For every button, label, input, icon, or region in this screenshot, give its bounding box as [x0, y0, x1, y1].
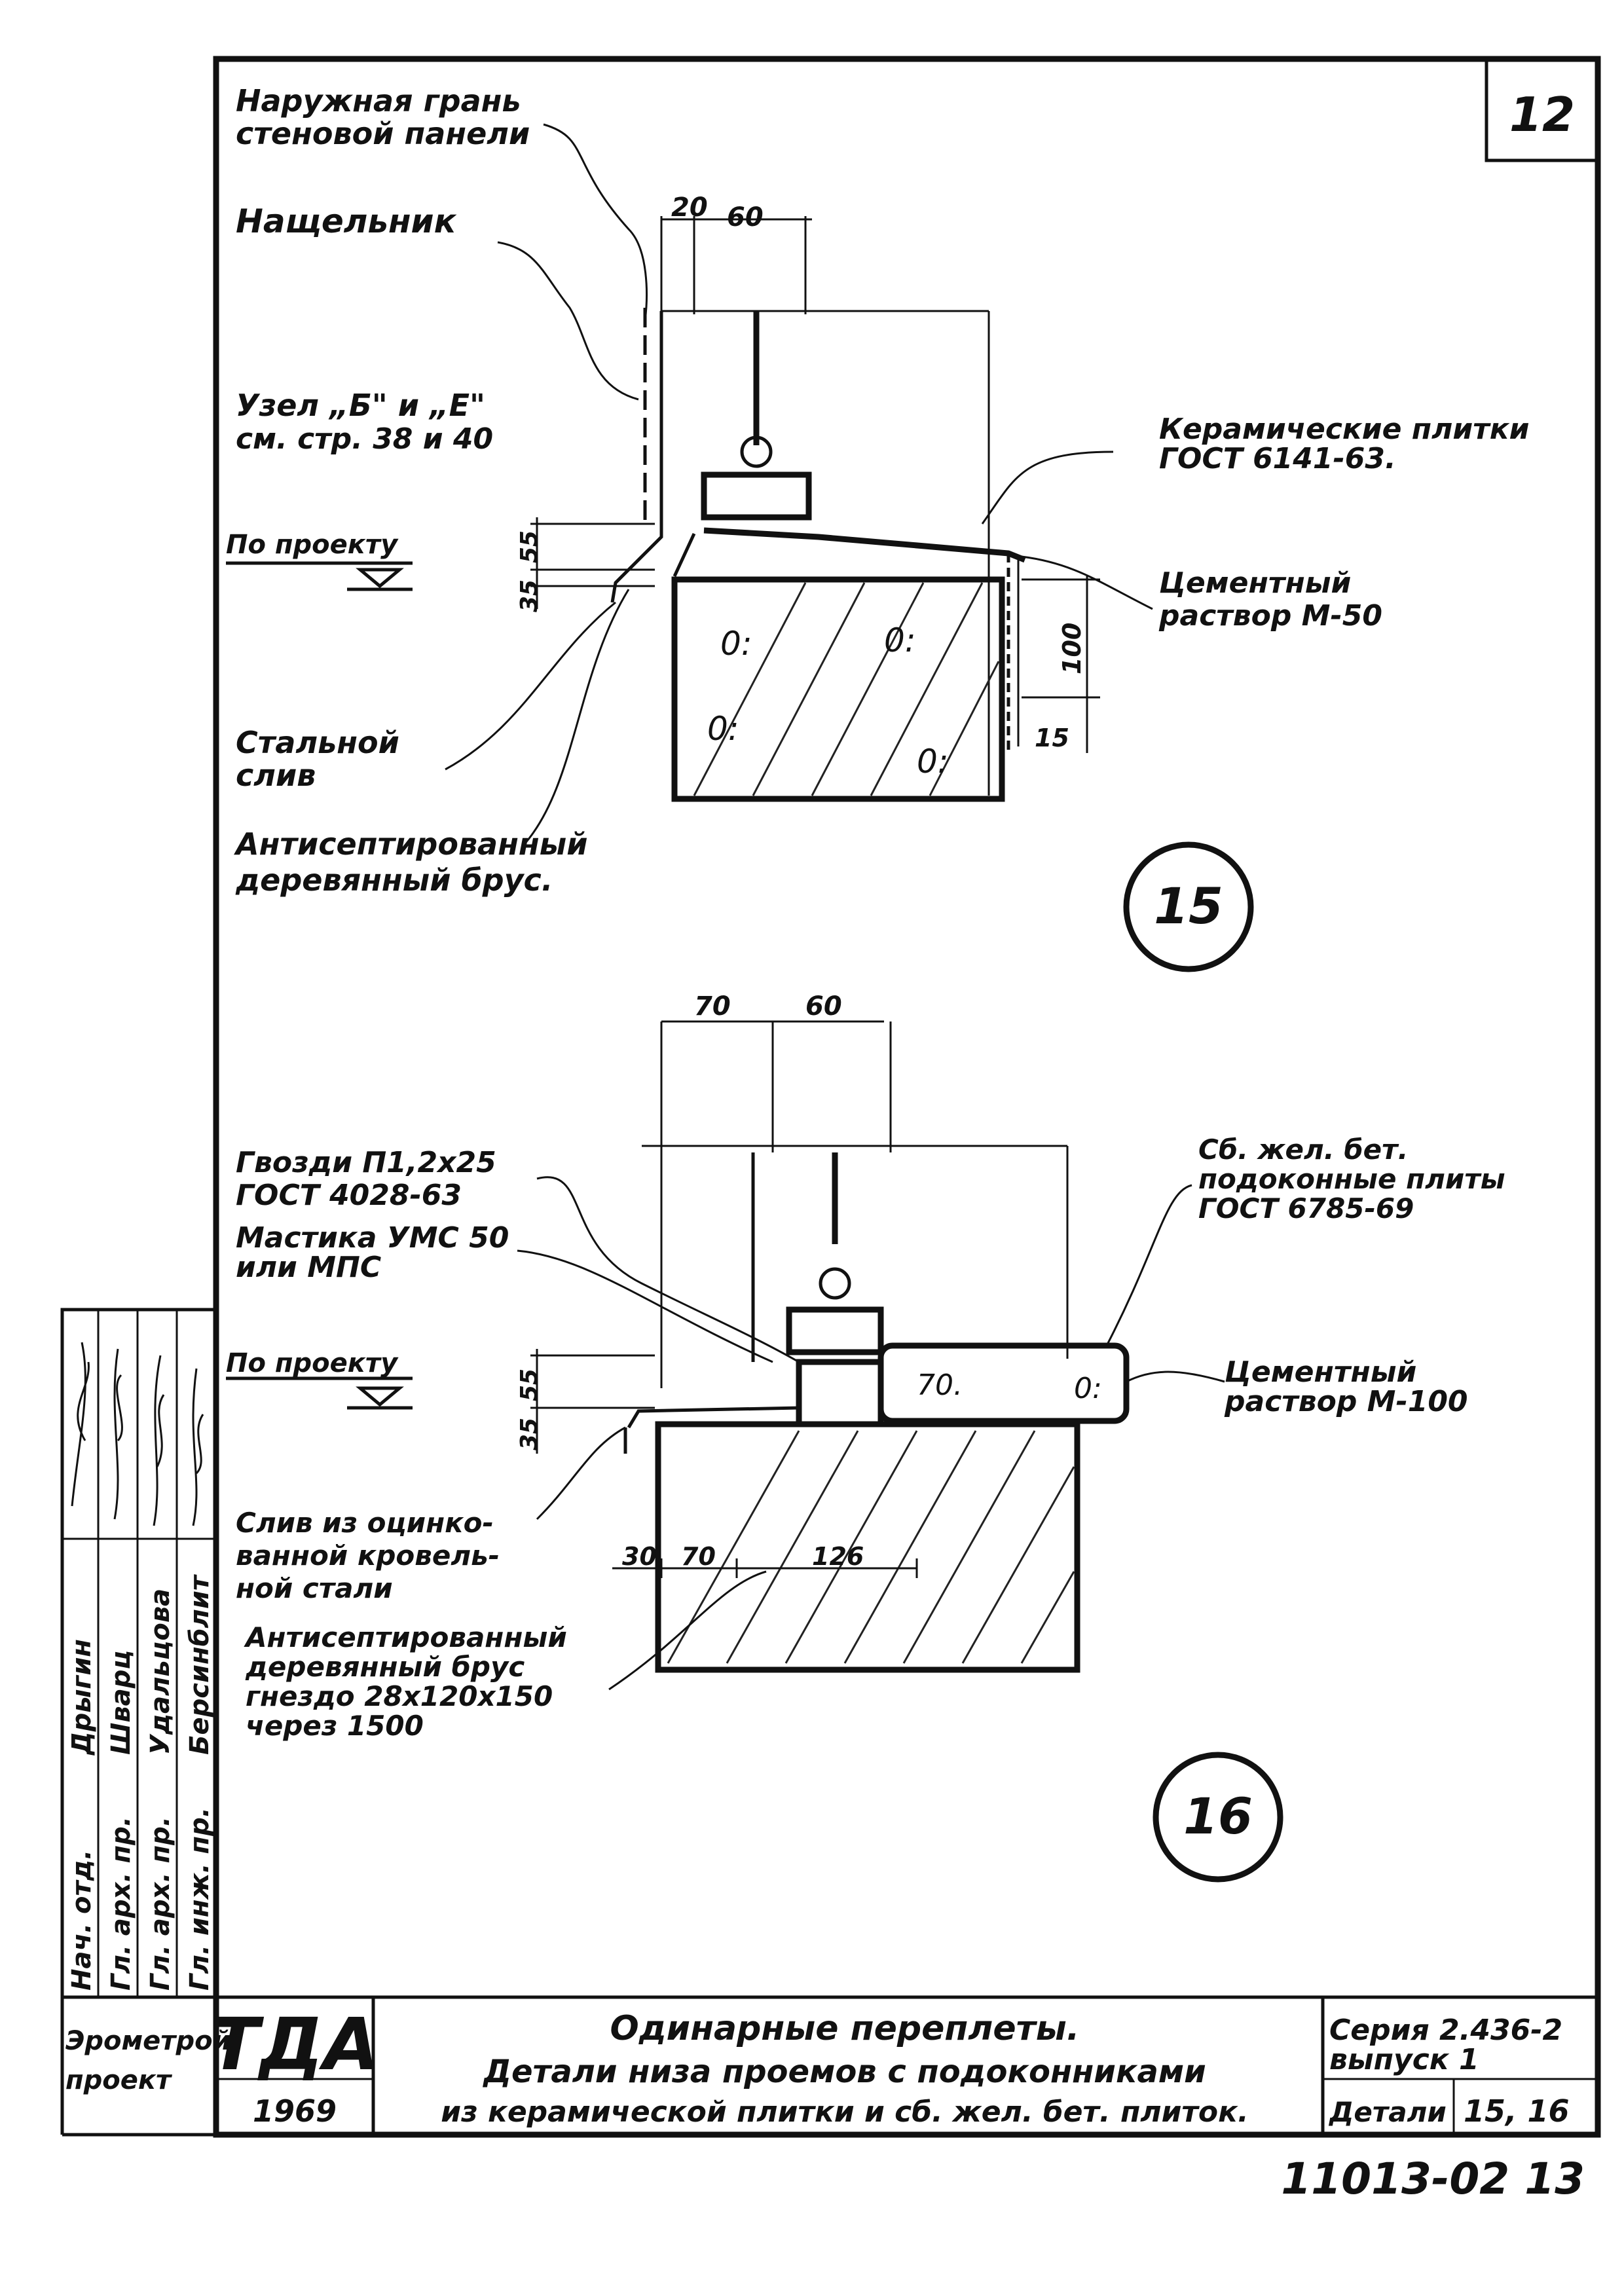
label-mortar-50-1: Цементный — [1159, 566, 1351, 600]
signature-block: Нач. отд. Гл. арх. пр. Гл. арх. пр. Гл. … — [60, 1308, 218, 1999]
detail-16-labels: Гвозди П1,2x25 ГОСТ 4028-63 Мастика УМС … — [226, 1133, 1505, 1742]
label-node-2: см. стр. 38 и 40 — [236, 422, 493, 456]
detail-15: 0: 0: 0: 0: 20 60 35 55 100 15 — [226, 123, 1254, 972]
label-mortar-50-2: раствор М-50 — [1158, 599, 1382, 633]
label-drip16-2: ванной кровель- — [236, 1539, 500, 1572]
dim-20: 20 — [671, 193, 708, 223]
name-1: Дрыгин — [67, 1639, 97, 1756]
signature-1 — [71, 1342, 90, 1507]
name-3: Удальцова — [145, 1589, 175, 1755]
label-beam16-3: гнездо 28x120x150 — [246, 1680, 553, 1712]
svg-text:70.: 70. — [917, 1369, 963, 1402]
label-tiles-1: Керамические плитки — [1159, 413, 1529, 446]
dim-55: 55 — [516, 530, 543, 563]
label-outer-face-1: Наружная грань — [236, 83, 521, 119]
name-2: Шварц — [106, 1650, 136, 1755]
svg-text:0:: 0: — [1074, 1372, 1102, 1405]
detail-15-number: 15 — [1154, 877, 1223, 935]
label-beam16-4: через 1500 — [246, 1710, 424, 1742]
title-line-1: Одинарные переплеты. — [610, 2009, 1079, 2048]
title-line-2: Детали низа проемов с подоконниками — [482, 2053, 1206, 2090]
svg-text:0:: 0: — [917, 743, 949, 781]
label-beam-2: деревянный брус. — [235, 862, 553, 898]
role-4: Гл. инж. пр. — [185, 1807, 215, 1991]
sheet-frame — [213, 56, 1601, 2138]
tda-logo: ТДА — [210, 2002, 379, 2086]
signature-3 — [153, 1355, 165, 1526]
label-level-16: По проекту — [226, 1348, 399, 1378]
dim-70: 70 — [694, 991, 731, 1021]
label-level-15: По проекту — [226, 530, 399, 560]
svg-text:0:: 0: — [884, 621, 916, 659]
dim-126: 126 — [812, 1542, 864, 1571]
page-number-box: 12 — [1485, 60, 1596, 162]
dim-100: 100 — [1058, 623, 1086, 674]
dim-55b: 55 — [516, 1369, 543, 1401]
page-number: 12 — [1509, 87, 1575, 142]
role-3: Гл. арх. пр. — [145, 1816, 175, 1991]
dim-15: 15 — [1035, 724, 1069, 752]
label-slabs-2: подоконные плиты — [1198, 1163, 1505, 1195]
role-2: Гл. арх. пр. — [106, 1816, 136, 1991]
label-mortar-100-2: раствор М-100 — [1224, 1385, 1468, 1418]
details-value: 15, 16 — [1464, 2093, 1570, 2129]
label-slabs-1: Сб. жел. бет. — [1198, 1133, 1408, 1166]
label-tiles-2: ГОСТ 6141-63. — [1159, 442, 1396, 475]
svg-text:0:: 0: — [707, 710, 739, 748]
dim-35b: 35 — [516, 1418, 543, 1450]
label-mastic-2: или МПС — [236, 1251, 381, 1284]
label-beam-1: Антисептированный — [234, 826, 588, 862]
label-drip-2: слив — [236, 758, 316, 793]
org-line-2: проект — [65, 2065, 173, 2095]
label-batten: Нащельник — [236, 202, 457, 240]
dim-35: 35 — [516, 580, 543, 612]
label-mastic-1: Мастика УМС 50 — [236, 1221, 509, 1255]
dim-30: 30 — [622, 1542, 657, 1571]
details-label: Детали — [1328, 2096, 1447, 2128]
org-line-1: Эрометрой — [65, 2026, 231, 2056]
signature-2 — [113, 1348, 123, 1520]
name-4: Берсинблит — [185, 1573, 215, 1755]
stamp-number: 11013-02 13 — [1281, 2154, 1585, 2204]
title-line-3: из керамической плитки и сб. жел. бет. п… — [441, 2095, 1248, 2129]
label-nails-1: Гвозди П1,2x25 — [236, 1146, 496, 1179]
label-beam16-1: Антисептированный — [244, 1621, 567, 1653]
series: Серия 2.436-2 — [1329, 2014, 1562, 2047]
title-block: Эрометрой проект ТДА 1969 Одинарные пере… — [60, 1995, 1598, 2204]
detail-16-number: 16 — [1183, 1787, 1253, 1845]
label-drip-1: Стальной — [236, 725, 399, 760]
label-nails-2: ГОСТ 4028-63 — [236, 1179, 462, 1212]
dim-60b: 60 — [805, 991, 842, 1021]
label-node-1: Узел „Б" и „Е" — [236, 388, 485, 423]
year: 1969 — [253, 2093, 337, 2129]
svg-text:0:: 0: — [720, 625, 752, 663]
label-drip16-3: ной стали — [236, 1572, 393, 1604]
detail-15-labels: Наружная грань стеновой панели Нащельник… — [226, 83, 1529, 898]
issue: выпуск 1 — [1329, 2043, 1479, 2076]
label-mortar-100-1: Цементный — [1225, 1355, 1416, 1389]
label-beam16-2: деревянный брус — [245, 1651, 525, 1683]
dim-70b: 70 — [681, 1542, 716, 1571]
dim-60: 60 — [727, 202, 764, 232]
label-slabs-3: ГОСТ 6785-69 — [1198, 1192, 1414, 1224]
detail-16: 70. 0: 70 60 35 55 30 7 — [226, 991, 1283, 1883]
label-drip16-1: Слив из оцинко- — [236, 1507, 494, 1539]
role-1: Нач. отд. — [67, 1850, 97, 1991]
signature-4 — [192, 1368, 204, 1526]
label-outer-face-2: стеновой панели — [236, 116, 530, 151]
